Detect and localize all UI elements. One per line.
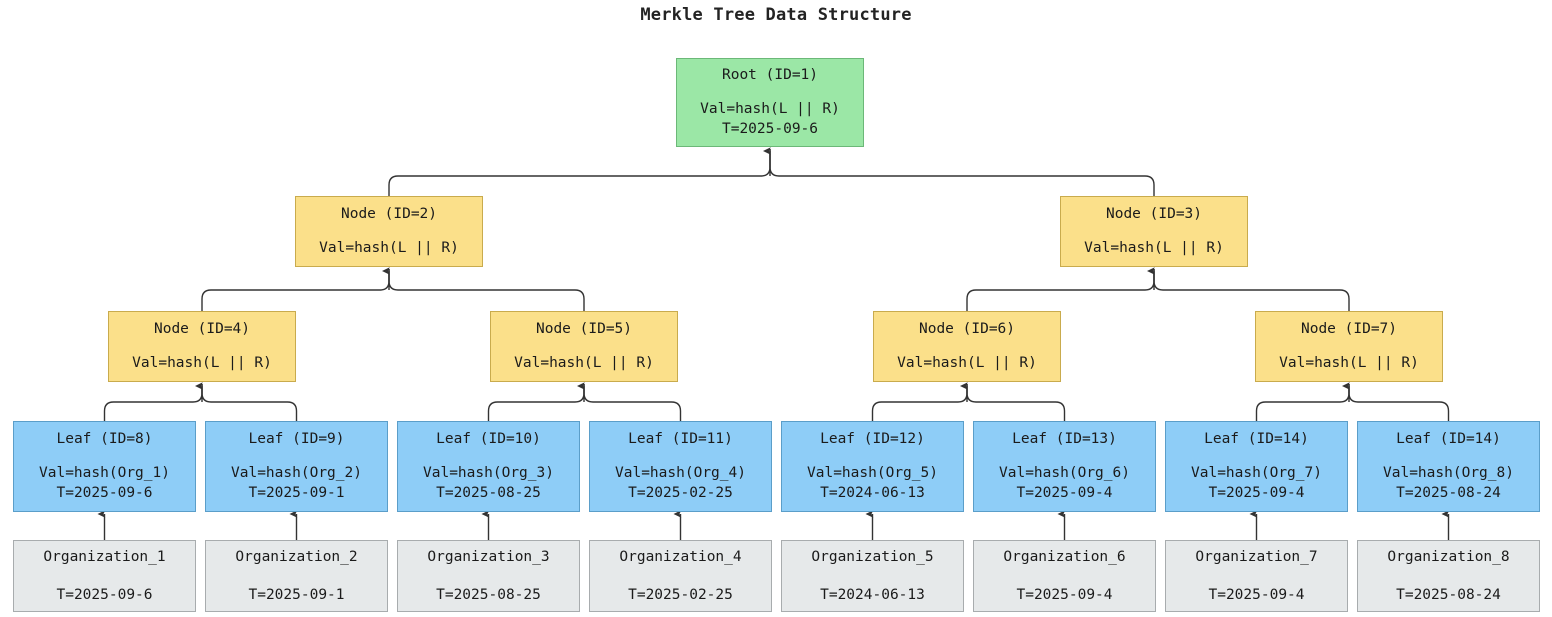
organization-label: Organization_2 bbox=[235, 548, 358, 565]
node-label: Node (ID=6) bbox=[918, 321, 1016, 338]
node-value: Val=hash(Org_2) bbox=[231, 464, 362, 481]
node-value: Val=hash(Org_3) bbox=[423, 464, 554, 481]
node-label: Node (ID=3) bbox=[1105, 206, 1203, 223]
node-id-2[interactable]: Node (ID=2) Val=hash(L || R) bbox=[295, 196, 483, 267]
node-root[interactable]: Root (ID=1) Val=hash(L || R) T=2025-09-6 bbox=[676, 58, 864, 147]
tree-edge bbox=[966, 269, 1155, 311]
node-id-4[interactable]: Node (ID=4) Val=hash(L || R) bbox=[108, 311, 296, 382]
tree-edge bbox=[769, 149, 1155, 196]
leaf-node-5[interactable]: Leaf (ID=12) Val=hash(Org_5) T=2024-06-13 bbox=[781, 421, 964, 512]
organization-label: Organization_7 bbox=[1195, 548, 1318, 565]
node-label: Leaf (ID=8) bbox=[56, 431, 153, 448]
node-label: Leaf (ID=12) bbox=[820, 431, 925, 448]
tree-edge bbox=[201, 269, 390, 311]
node-value: Val=hash(L || R) bbox=[1084, 240, 1224, 256]
node-value: Val=hash(Org_1) bbox=[39, 464, 170, 481]
node-label: Leaf (ID=11) bbox=[628, 431, 733, 448]
node-timestamp: T=2025-09-1 bbox=[248, 485, 345, 502]
node-label: Leaf (ID=9) bbox=[248, 431, 345, 448]
node-value: Val=hash(Org_6) bbox=[999, 464, 1130, 481]
tree-edge bbox=[966, 384, 1066, 421]
node-timestamp: T=2025-08-24 bbox=[1396, 485, 1501, 502]
organization-label: Organization_3 bbox=[427, 548, 550, 565]
tree-edge bbox=[487, 384, 585, 421]
organization-timestamp: T=2025-09-4 bbox=[1208, 586, 1305, 603]
organization-label: Organization_4 bbox=[619, 548, 742, 565]
leaf-node-8[interactable]: Leaf (ID=14) Val=hash(Org_8) T=2025-08-24 bbox=[1357, 421, 1540, 512]
node-value: Val=hash(Org_7) bbox=[1191, 464, 1322, 481]
node-label: Node (ID=5) bbox=[535, 321, 633, 338]
node-id-3[interactable]: Node (ID=3) Val=hash(L || R) bbox=[1060, 196, 1248, 267]
organization-timestamp: T=2025-09-1 bbox=[248, 586, 345, 603]
tree-edge bbox=[583, 384, 682, 421]
tree-edge bbox=[1153, 269, 1350, 311]
node-value: Val=hash(L || R) bbox=[1279, 355, 1419, 371]
node-timestamp: T=2025-02-25 bbox=[628, 485, 733, 502]
node-label: Leaf (ID=13) bbox=[1012, 431, 1117, 448]
leaf-node-2[interactable]: Leaf (ID=9) Val=hash(Org_2) T=2025-09-1 bbox=[205, 421, 388, 512]
node-label: Node (ID=4) bbox=[153, 321, 251, 338]
node-label: Leaf (ID=14) bbox=[1396, 431, 1501, 448]
node-label: Node (ID=7) bbox=[1300, 321, 1398, 338]
node-id-7[interactable]: Node (ID=7) Val=hash(L || R) bbox=[1255, 311, 1443, 382]
organization-label: Organization_1 bbox=[43, 548, 166, 565]
organization-timestamp: T=2025-02-25 bbox=[628, 586, 733, 603]
tree-edge bbox=[103, 384, 203, 421]
tree-edge bbox=[201, 384, 298, 421]
leaf-node-6[interactable]: Leaf (ID=13) Val=hash(Org_6) T=2025-09-4 bbox=[973, 421, 1156, 512]
node-value: Val=hash(Org_5) bbox=[807, 464, 938, 481]
node-id-6[interactable]: Node (ID=6) Val=hash(L || R) bbox=[873, 311, 1061, 382]
node-value: Val=hash(L || R) bbox=[700, 100, 840, 117]
tree-edge bbox=[1255, 384, 1350, 421]
node-id-5[interactable]: Node (ID=5) Val=hash(L || R) bbox=[490, 311, 678, 382]
node-timestamp: T=2025-09-6 bbox=[56, 485, 153, 502]
leaf-node-3[interactable]: Leaf (ID=10) Val=hash(Org_3) T=2025-08-25 bbox=[397, 421, 580, 512]
leaf-node-1[interactable]: Leaf (ID=8) Val=hash(Org_1) T=2025-09-6 bbox=[13, 421, 196, 512]
node-value: Val=hash(Org_4) bbox=[615, 464, 746, 481]
node-value: Val=hash(L || R) bbox=[897, 355, 1037, 371]
node-timestamp: T=2025-09-6 bbox=[721, 121, 819, 138]
organization-timestamp: T=2025-09-6 bbox=[56, 586, 153, 603]
organization-timestamp: T=2025-08-25 bbox=[436, 586, 541, 603]
page-title: Merkle Tree Data Structure bbox=[640, 5, 912, 25]
node-timestamp: T=2024-06-13 bbox=[820, 485, 925, 502]
node-timestamp: T=2025-08-25 bbox=[436, 485, 541, 502]
tree-edge bbox=[871, 384, 968, 421]
organization-timestamp: T=2024-06-13 bbox=[820, 586, 925, 603]
tree-edge bbox=[388, 149, 771, 196]
node-timestamp: T=2025-09-4 bbox=[1208, 485, 1305, 502]
node-value: Val=hash(L || R) bbox=[514, 355, 654, 371]
node-value: Val=hash(Org_8) bbox=[1383, 464, 1514, 481]
node-label: Leaf (ID=14) bbox=[1204, 431, 1309, 448]
tree-edge bbox=[1348, 384, 1450, 421]
node-value: Val=hash(L || R) bbox=[132, 355, 272, 371]
organization-label: Organization_6 bbox=[1003, 548, 1126, 565]
organization-timestamp: T=2025-08-24 bbox=[1396, 586, 1501, 603]
node-timestamp: T=2025-09-4 bbox=[1016, 485, 1113, 502]
node-label: Leaf (ID=10) bbox=[436, 431, 541, 448]
tree-edge bbox=[388, 269, 585, 311]
node-value: Val=hash(L || R) bbox=[319, 240, 459, 256]
leaf-node-7[interactable]: Leaf (ID=14) Val=hash(Org_7) T=2025-09-4 bbox=[1165, 421, 1348, 512]
node-label: Root (ID=1) bbox=[721, 67, 819, 84]
node-label: Node (ID=2) bbox=[340, 206, 438, 223]
leaf-node-4[interactable]: Leaf (ID=11) Val=hash(Org_4) T=2025-02-25 bbox=[589, 421, 772, 512]
organization-label: Organization_5 bbox=[811, 548, 934, 565]
organization-label: Organization_8 bbox=[1387, 548, 1510, 565]
organization-timestamp: T=2025-09-4 bbox=[1016, 586, 1113, 603]
